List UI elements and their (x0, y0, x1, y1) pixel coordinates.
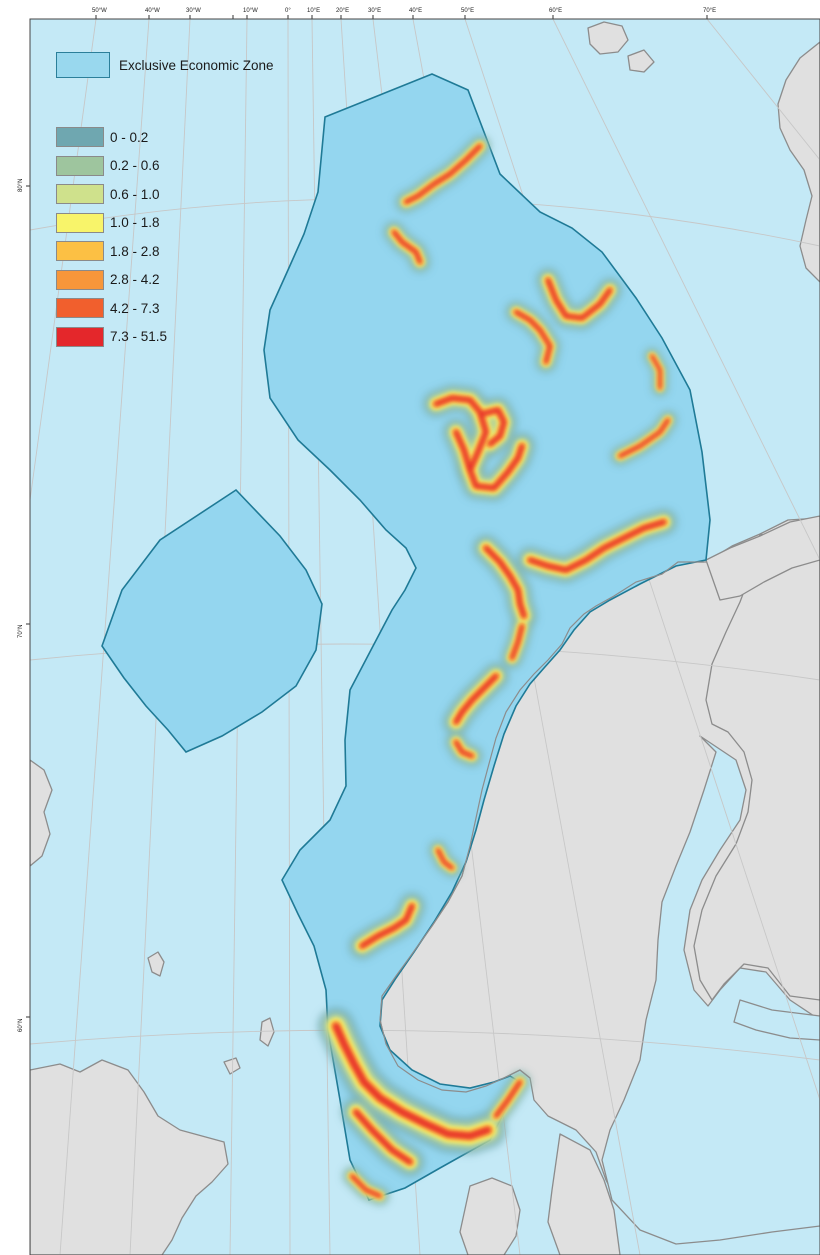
eez-main (263, 73, 711, 1201)
legend-swatch (56, 127, 104, 147)
hotspot-0 (405, 145, 481, 203)
tick-10w: 10°W (243, 8, 258, 14)
legend-swatch (56, 298, 104, 318)
hotspot-18 (495, 1081, 521, 1117)
tick-80n: 80°N (18, 179, 24, 192)
hotspot-5 (454, 430, 472, 472)
eez-layer (101, 73, 711, 1201)
legend-swatch (56, 326, 104, 347)
legend-label: 1.8 - 2.8 (110, 243, 160, 259)
legend-label: 4.2 - 7.3 (110, 300, 160, 316)
hotspot-10 (528, 520, 666, 572)
land-shetland (259, 1017, 275, 1047)
legend-swatch (56, 184, 104, 204)
land-finland (693, 533, 820, 1001)
legend-swatch (56, 212, 104, 233)
hotspot-4 (434, 396, 524, 490)
land-uk (30, 1059, 229, 1255)
sea-gulf (733, 999, 820, 1041)
hotspot-1 (393, 231, 421, 263)
hotspot-19 (351, 1175, 381, 1197)
eez-label: Exclusive Economic Zone (119, 57, 274, 73)
legend-label: 0.6 - 1.0 (110, 186, 160, 202)
legend-label: 0 - 0.2 (110, 129, 149, 145)
eez-jan-mayen (101, 488, 323, 753)
hotspot-3 (515, 311, 551, 363)
land-faroe (147, 951, 165, 977)
land-kola (705, 515, 820, 601)
hotspot-15 (360, 904, 414, 948)
legend-swatch (56, 155, 104, 176)
tick-40w: 40°W (145, 8, 160, 14)
legend-class-7: 7.3 - 51.5 (56, 326, 168, 347)
legend-label: 2.8 - 4.2 (110, 272, 160, 287)
legend-class-4: 1.8 - 2.8 (56, 241, 160, 261)
eez-swatch (56, 52, 110, 78)
hotspot-17 (354, 1110, 412, 1164)
tick-70n: 70°N (18, 625, 24, 638)
land-iceland (30, 759, 53, 867)
tick-10e: 10°E (307, 8, 320, 14)
legend-class-3: 1.0 - 1.8 (56, 212, 160, 233)
legend-class-5: 2.8 - 4.2 (56, 269, 160, 290)
hotspot-6 (480, 408, 506, 446)
sea-baltic (601, 735, 820, 1245)
tick-60e: 60°E (549, 8, 562, 14)
hotspot-8 (651, 355, 661, 389)
land-novaya-zemlya (777, 41, 820, 283)
tick-30e: 30°E (368, 8, 381, 14)
left-tick-labels: 80°N 70°N 60°N (18, 179, 24, 1032)
tick-40e: 40°E (409, 8, 422, 14)
land-orkney (223, 1057, 241, 1075)
hotspot-2 (546, 278, 612, 320)
hotspot-13 (455, 741, 473, 757)
hotspot-7 (619, 419, 669, 457)
legend-class-1: 0.2 - 0.6 (56, 155, 160, 176)
tick-0: 0° (285, 8, 291, 14)
hotspot-9 (484, 546, 526, 618)
legend-class-2: 0.6 - 1.0 (56, 184, 160, 204)
legend-swatch (56, 269, 104, 290)
hotspot-16 (334, 1024, 490, 1138)
heat-layer-5 (334, 145, 669, 1197)
tick-60n: 60°N (18, 1019, 24, 1032)
tick-20e: 20°E (336, 8, 349, 14)
legend-label: 1.0 - 1.8 (110, 215, 160, 230)
land-franz-josef (587, 21, 629, 55)
tick-50w: 50°W (92, 8, 107, 14)
legend-eez: Exclusive Economic Zone (56, 52, 274, 78)
coast-overlay (379, 561, 704, 1093)
hotspot-11 (511, 625, 523, 659)
land-franz-josef-2 (627, 49, 655, 73)
tick-50e: 50°E (461, 8, 474, 14)
hotspot-14 (437, 849, 453, 869)
land-denmark (459, 1177, 521, 1255)
legend-label: 7.3 - 51.5 (110, 329, 168, 344)
density-heatmap (317, 135, 678, 1206)
top-tick-labels: 50°W 40°W 30°W 10°W 0° 10°E 20°E 30°E 40… (92, 8, 716, 14)
legend-class-6: 4.2 - 7.3 (56, 298, 160, 318)
land-sweden-south (547, 1133, 621, 1255)
legend-swatch (56, 241, 104, 261)
tick-30w: 30°W (186, 8, 201, 14)
legend-label: 0.2 - 0.6 (110, 158, 160, 173)
hotspot-12 (454, 674, 498, 724)
legend-class-0: 0 - 0.2 (56, 127, 148, 147)
tick-70e: 70°E (703, 8, 716, 14)
